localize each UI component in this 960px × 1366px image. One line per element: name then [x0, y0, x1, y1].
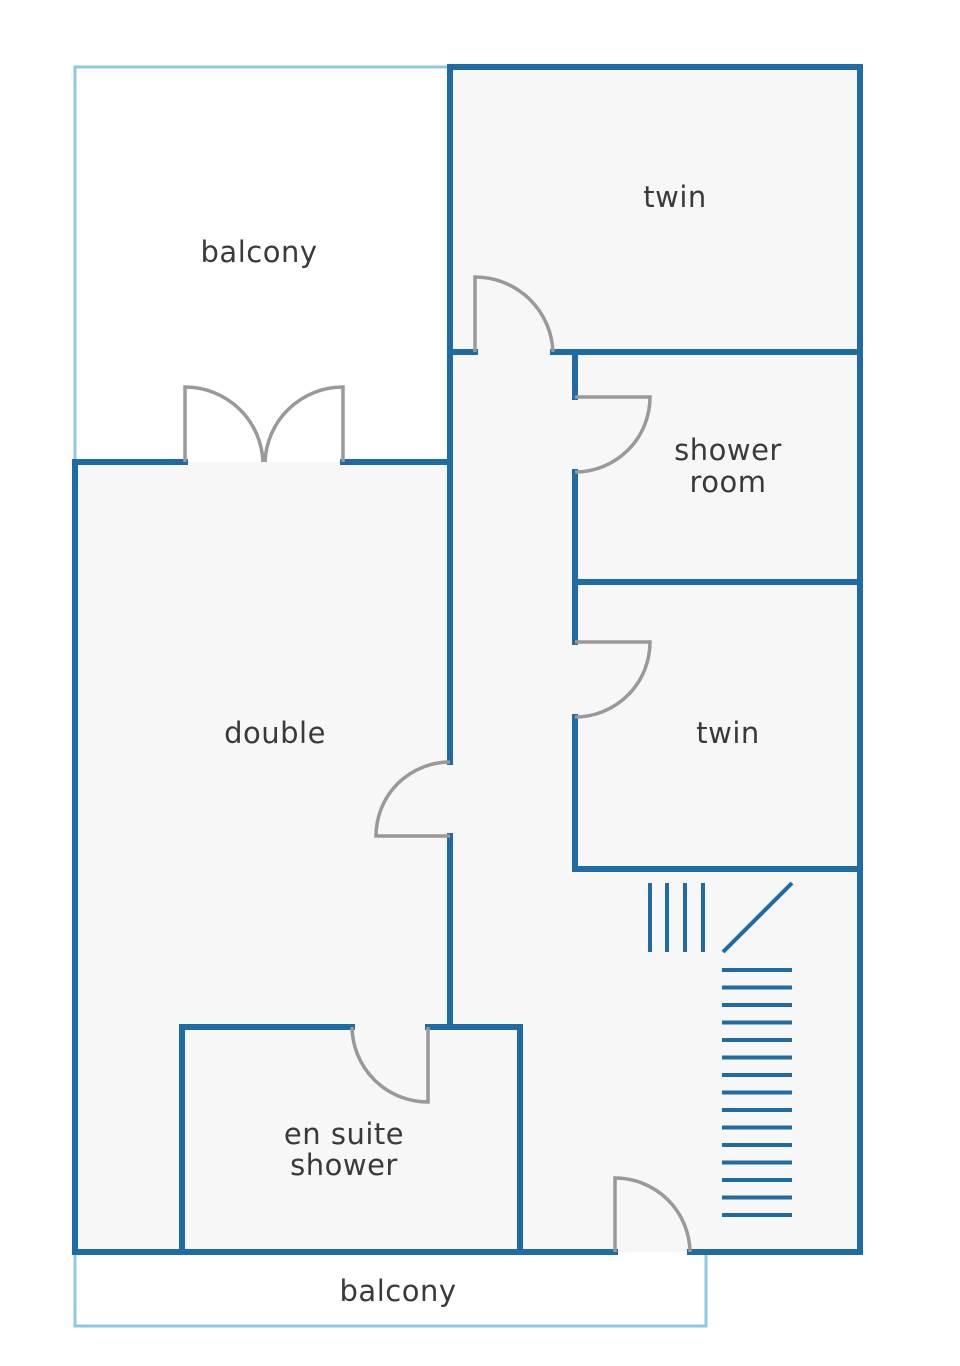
stair-treads: [722, 968, 792, 1217]
door-twin-top-icon: [473, 275, 555, 353]
label-balcony-top: balcony: [201, 235, 318, 269]
walls: [72, 64, 863, 1255]
wall-ensuite-right: [425, 1024, 523, 1255]
door-balcony-bottom-icon: [613, 1176, 692, 1253]
label-double: double: [224, 716, 326, 750]
balcony-outlines: [73, 65, 708, 1328]
wall-left-outer: [72, 459, 618, 1255]
door-double-icon: [374, 760, 451, 838]
hallway-area: [450, 352, 575, 1252]
stair-landing-area: [575, 869, 860, 1252]
staircase-icon: [648, 881, 794, 1217]
door-ensuite-icon: [350, 1026, 430, 1104]
door-shower-room-icon: [574, 395, 652, 474]
doors: [183, 275, 692, 1253]
shower-room-area: [575, 352, 860, 582]
door-balcony-left-icon: [183, 385, 265, 463]
room-fills: [75, 67, 860, 1252]
label-balcony-bottom: balcony: [340, 1274, 457, 1308]
room-labels: balcony twin shower room double twin en …: [201, 180, 782, 1308]
label-ensuite-line1: en suite: [284, 1117, 404, 1151]
balcony-bottom-outline: [73, 1252, 708, 1328]
twin-middle-area: [575, 582, 860, 869]
wall-ensuite-left-top: [179, 1024, 355, 1255]
balcony-top-outline: [73, 65, 450, 462]
double-area: [75, 462, 450, 1252]
door-twin-middle-icon: [574, 640, 652, 719]
label-shower-room-line2: room: [689, 465, 766, 499]
stair-diagonal-line: [721, 881, 794, 954]
label-shower-room-line1: shower: [674, 433, 782, 467]
twin-top-area: [450, 67, 860, 352]
label-twin-middle: twin: [696, 716, 760, 750]
label-twin-top: twin: [643, 180, 707, 214]
label-ensuite-line2: shower: [290, 1148, 398, 1182]
wall-top-outer: [447, 64, 863, 1255]
door-balcony-right-icon: [263, 385, 345, 463]
